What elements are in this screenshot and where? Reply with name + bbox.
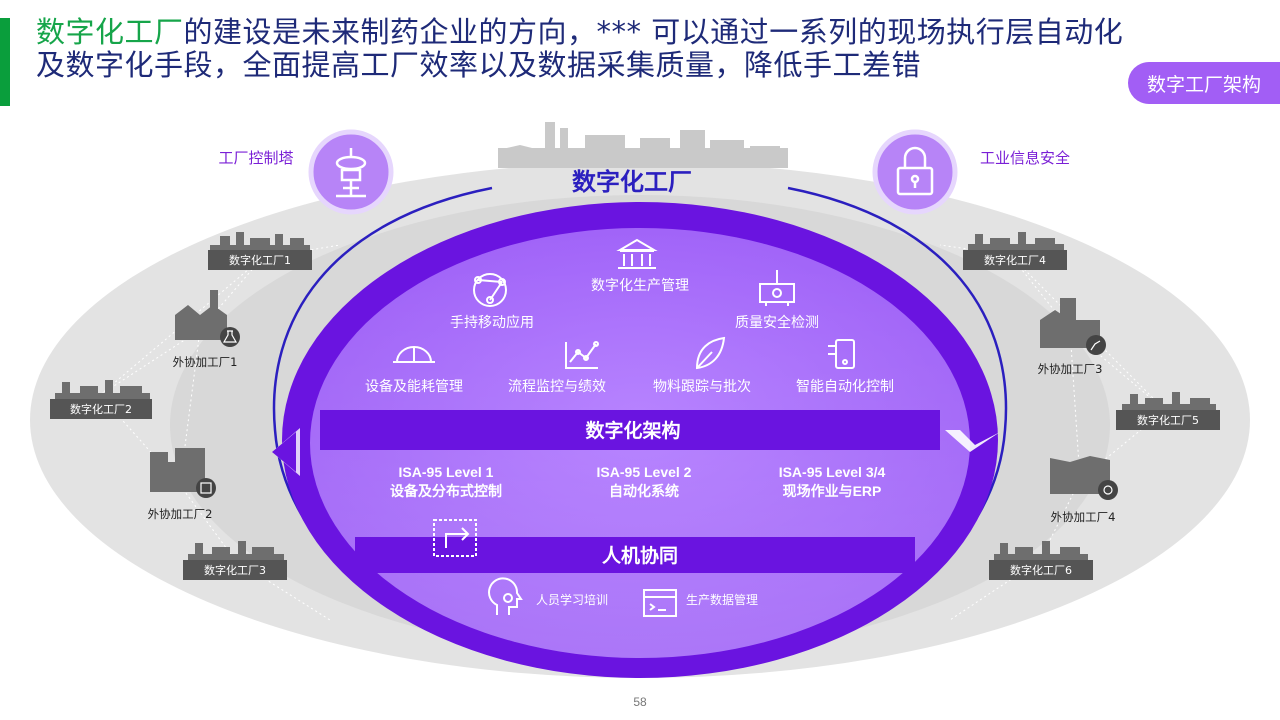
- transfer-icon: [433, 519, 477, 557]
- outsource-left-1-label: 外协加工厂1: [173, 355, 238, 369]
- factory-right-5: 数字化工厂5: [1116, 392, 1220, 430]
- feature-automation: 智能自动化控制: [796, 379, 894, 395]
- arch-band-label: 数字化架构: [585, 419, 680, 442]
- level-3-title: ISA-95 Level 3/4: [779, 464, 886, 480]
- level-1-desc: 设备及分布式控制: [390, 483, 502, 499]
- control-tower-icon: [335, 148, 367, 198]
- box-icon: [196, 478, 216, 498]
- feature-equipment: 设备及能耗管理: [365, 378, 463, 395]
- network-icon: [473, 273, 507, 307]
- factory-left-1: 数字化工厂1: [208, 232, 312, 270]
- headline-text: 的建设是未来制药企业的方向，*** 可以通过一系列的现场执行层自动化及数字化手段…: [36, 15, 1124, 82]
- factory-right-6: 数字化工厂6: [989, 541, 1093, 580]
- feature-production-mgmt: 数字化生产管理: [591, 278, 689, 294]
- leaf-icon: [695, 336, 726, 370]
- line-chart-icon: [565, 341, 599, 369]
- factory-left-2: 数字化工厂2: [50, 380, 152, 419]
- bank-icon: [616, 238, 658, 269]
- factory-left-2-label: 数字化工厂2: [70, 402, 132, 416]
- factory-right-5-label: 数字化工厂5: [1137, 413, 1199, 427]
- feature-quality: 质量安全检测: [735, 314, 819, 331]
- gears-icon: [1098, 480, 1118, 500]
- training-label: 人员学习培训: [536, 592, 608, 607]
- architecture-tag-button[interactable]: 数字工厂架构: [1128, 62, 1280, 104]
- headline-highlight: 数字化工厂: [36, 15, 184, 49]
- right-ring-arrowhead: [945, 430, 1000, 452]
- outsource-right-3-label: 外协加工厂3: [1038, 362, 1103, 376]
- arch-band: [320, 410, 940, 450]
- city-skyline: [498, 122, 788, 168]
- factory-right-6-label: 数字化工厂6: [1010, 563, 1072, 577]
- level-3-desc: 现场作业与ERP: [783, 483, 882, 499]
- outsource-right-3: 外协加工厂3: [1038, 298, 1106, 376]
- data-mgmt-label: 生产数据管理: [686, 592, 758, 607]
- flask-icon: [220, 327, 240, 347]
- accent-bar: [0, 18, 10, 106]
- feature-mobile: 手持移动应用: [450, 314, 534, 331]
- inspection-icon: [759, 270, 795, 306]
- factory-left-1-label: 数字化工厂1: [229, 253, 291, 267]
- robot-arm-icon: [1086, 335, 1106, 355]
- level-1-title: ISA-95 Level 1: [399, 464, 494, 480]
- feature-process: 流程监控与绩效: [508, 379, 606, 395]
- outsource-left-2: 外协加工厂2: [148, 448, 216, 521]
- smart-device-icon: [828, 339, 855, 369]
- level-2-desc: 自动化系统: [609, 483, 679, 499]
- brain-icon: [488, 577, 523, 615]
- security-label: 工业信息安全: [980, 149, 1070, 167]
- factory-right-4: 数字化工厂4: [963, 232, 1067, 270]
- outsource-right-4-label: 外协加工厂4: [1051, 510, 1116, 524]
- outsource-left-2-label: 外协加工厂2: [148, 507, 213, 521]
- factory-left-3-label: 数字化工厂3: [204, 563, 266, 577]
- control-tower-badge: [308, 129, 394, 215]
- factory-right-4-label: 数字化工厂4: [984, 253, 1046, 267]
- helmet-icon: [393, 346, 435, 363]
- level-2-title: ISA-95 Level 2: [597, 464, 692, 480]
- outsource-right-4: 外协加工厂4: [1050, 456, 1118, 524]
- security-badge: [872, 129, 958, 215]
- outsource-left-1: 外协加工厂1: [173, 290, 240, 369]
- headline: 数字化工厂的建设是未来制药企业的方向，*** 可以通过一系列的现场执行层自动化及…: [36, 16, 1146, 82]
- collab-band-label: 人机协同: [602, 544, 678, 567]
- page-number: 58: [633, 695, 647, 709]
- feature-material: 物料跟踪与批次: [653, 379, 751, 395]
- factory-left-3: 数字化工厂3: [183, 541, 287, 580]
- control-tower-label: 工厂控制塔: [218, 149, 293, 167]
- lock-icon: [896, 146, 934, 196]
- terminal-icon: [643, 589, 677, 617]
- center-title: 数字化工厂: [572, 168, 692, 196]
